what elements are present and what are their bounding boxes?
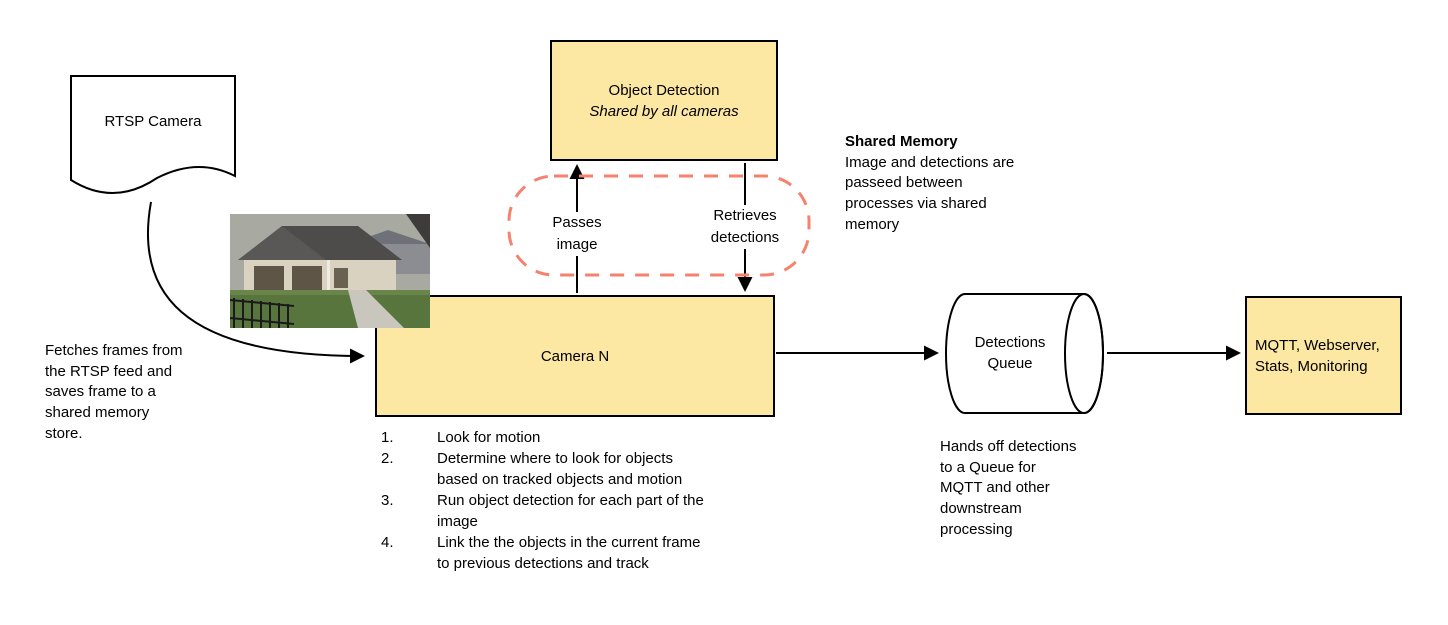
outputs-label: MQTT, Webserver, Stats, Monitoring <box>1255 336 1380 375</box>
camera-step-4: 4. Link the the objects in the current f… <box>381 532 831 574</box>
shared-memory-note-body: Image and detections are passeed between… <box>845 153 1015 233</box>
step-text: Link the the objects in the current fram… <box>437 534 701 572</box>
object-detection-subtitle: Shared by all cameras <box>589 102 739 120</box>
shared-memory-note: Shared Memory Image and detections are p… <box>845 132 1075 235</box>
passes-image-label: Passes image <box>549 212 605 256</box>
fetch-note: Fetches frames from the RTSP feed and sa… <box>45 342 183 442</box>
detections-queue-node: Detections Queue <box>945 292 1105 415</box>
camera-snapshot-image <box>229 214 430 328</box>
shared-memory-outline <box>507 174 811 277</box>
step-text: Look for motion <box>437 429 541 446</box>
step-number: 3. <box>381 492 394 509</box>
rtsp-camera-label: RTSP Camera <box>104 113 202 130</box>
camera-steps-list: 1. Look for motion 2. Determine where to… <box>381 427 831 574</box>
handoff-note: Hands off detections to a Queue for MQTT… <box>940 438 1077 538</box>
step-number: 1. <box>381 429 394 446</box>
retrieves-detections-label: Retrieves detections <box>707 205 783 249</box>
detections-queue-label: Detections Queue <box>974 334 1046 372</box>
camera-n-node: Camera N <box>375 295 775 417</box>
step-number: 2. <box>381 450 394 467</box>
camera-step-2: 2. Determine where to look for objects b… <box>381 448 831 490</box>
object-detection-title: Object Detection <box>608 81 720 99</box>
outputs-node: MQTT, Webserver, Stats, Monitoring <box>1245 296 1402 415</box>
arrow-rtsp-to-camera <box>147 201 365 364</box>
step-text: Determine where to look for objects base… <box>437 450 683 488</box>
snapshot-scene-icon <box>229 214 430 328</box>
object-detection-node: Object Detection Shared by all cameras <box>550 40 778 161</box>
document-shape-icon <box>70 75 236 194</box>
step-number: 4. <box>381 534 394 551</box>
shared-memory-note-title: Shared Memory <box>845 133 958 150</box>
camera-n-label: Camera N <box>540 347 610 365</box>
rtsp-camera-node: RTSP Camera <box>70 75 236 208</box>
camera-step-3: 3. Run object detection for each part of… <box>381 490 831 532</box>
queue-cylinder-icon <box>945 293 1104 414</box>
camera-step-1: 1. Look for motion <box>381 427 831 448</box>
step-text: Run object detection for each part of th… <box>437 492 704 530</box>
